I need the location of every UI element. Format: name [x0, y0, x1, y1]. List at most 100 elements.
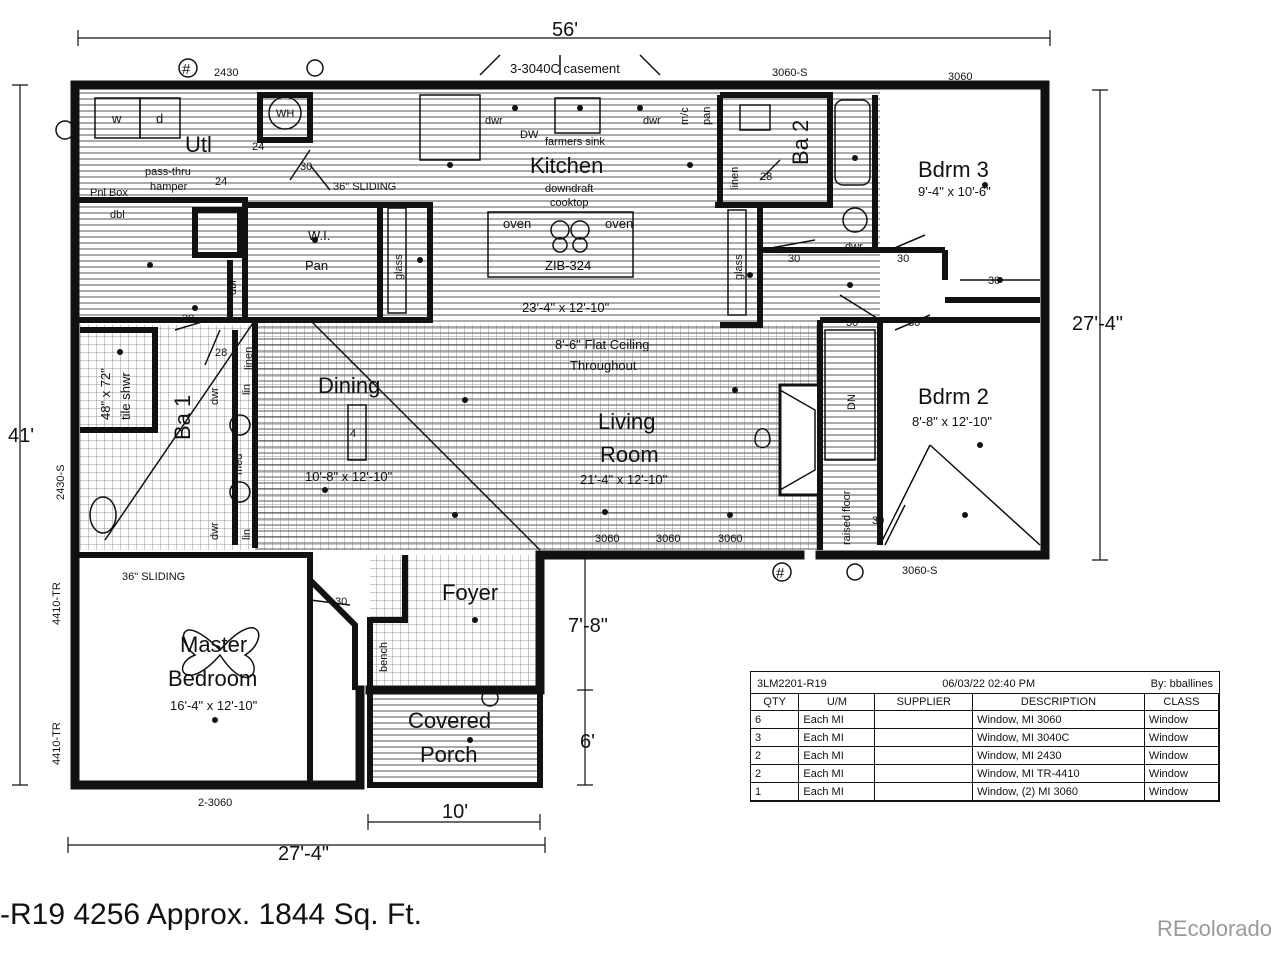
door-swings: [104, 54, 1041, 606]
ceiling-note-1: 8'-6" Flat Ceiling: [555, 337, 650, 352]
light-markers: [117, 105, 1003, 743]
door-30-k2: 30: [897, 253, 909, 265]
win-top-casement: 3-3040C casement: [510, 61, 620, 76]
dwr-kitchen-right: dwr: [643, 115, 661, 127]
cell-um: Each MI: [798, 782, 876, 801]
door-30-k5: 30: [908, 317, 920, 329]
room-master-line2: Bedroom: [168, 666, 257, 691]
table-row: 3 Each MI Window, MI 3040C Window: [751, 728, 1220, 747]
bdrm3-size: 9'-4" x 10'-6": [918, 184, 991, 199]
win-bottom-living-3: 3060: [718, 533, 742, 545]
col-um: U/M: [798, 694, 876, 711]
door-30-util: 30: [300, 161, 312, 173]
cell-um: Each MI: [798, 746, 876, 765]
glass-left-label: glass: [393, 254, 405, 280]
win-top-ba2: 3060-S: [772, 67, 807, 79]
room-kitchen: Kitchen: [530, 153, 603, 178]
win-top-bdrm3: 3060: [948, 71, 972, 83]
cell-class: Window: [1144, 746, 1220, 765]
cell-description: Window, MI TR-4410: [972, 764, 1145, 783]
dim-overall-depth: 41': [8, 425, 34, 447]
med-cabinet-label: med: [233, 454, 245, 475]
hamper-label: hamper: [150, 181, 188, 193]
schedule-grid: QTY U/M SUPPLIER DESCRIPTION CLASS 6 Eac…: [751, 694, 1220, 801]
downdraft-label: downdraft: [545, 183, 593, 195]
dbl-side-label: dbl: [227, 280, 239, 295]
room-master-line1: Master: [180, 632, 247, 657]
floor-plan: # # 56' 41' 27'-4" 27'-4" 7'-8" 6' 10' 2…: [8, 19, 1123, 865]
cell-supplier: [874, 746, 974, 765]
dimension-lines: [12, 30, 1108, 853]
cell-description: Window, MI 3040C: [972, 728, 1145, 747]
window-schedule-table: 3LM2201-R19 06/03/22 02:40 PM By: bballi…: [750, 671, 1220, 802]
room-ba2: Ba 2: [788, 120, 813, 165]
dbl-upper-label: dbl: [110, 209, 125, 221]
cell-description: Window, MI 3060: [972, 710, 1145, 729]
door-30-bdrm2: 30: [872, 515, 884, 527]
table-row: 2 Each MI Window, MI TR-4410 Window: [751, 764, 1220, 783]
room-utility: Utl: [185, 132, 212, 157]
dim-porch-width: 10': [442, 801, 468, 823]
island-label: ZIB-324: [545, 258, 591, 273]
win-top-left: 2430: [214, 67, 238, 79]
linen-upper-label: linen: [729, 167, 741, 190]
dining-size: 10'-8" x 12'-10": [305, 469, 393, 484]
cell-class: Window: [1144, 764, 1220, 783]
cell-qty: 1: [751, 782, 800, 801]
pass-thru-label: pass-thru: [145, 166, 191, 178]
win-bottom-master: 2-3060: [198, 797, 232, 809]
room-bdrm2: Bdrm 2: [918, 384, 989, 409]
room-bdrm3: Bdrm 3: [918, 157, 989, 182]
lin-ba1-2: lin: [241, 529, 253, 540]
cell-um: Each MI: [798, 728, 876, 747]
win-bottom-bdrm2: 3060-S: [902, 565, 937, 577]
room-porch-line1: Covered: [408, 708, 491, 733]
table-row: 2 Each MI Window, MI 2430 Window: [751, 746, 1220, 765]
linen-ba1-label: linen: [243, 347, 255, 370]
farmers-sink-label: farmers sink: [545, 136, 605, 148]
cell-um: Each MI: [798, 710, 876, 729]
win-bottom-living-2: 3060: [656, 533, 680, 545]
door-30-ba1: 30: [182, 313, 194, 325]
hash-symbol-top: #: [178, 58, 198, 78]
oven-right-label: oven: [605, 216, 633, 231]
cell-description: Window, (2) MI 3060: [972, 782, 1145, 801]
col-supplier: SUPPLIER: [874, 694, 974, 711]
cooktop-label: cooktop: [550, 197, 589, 209]
cell-qty: 2: [751, 764, 800, 783]
fireplace-icon: [754, 428, 771, 449]
washer-label: w: [111, 111, 122, 126]
lin-ba1-1: lin: [241, 384, 253, 395]
schedule-column-headers: QTY U/M SUPPLIER DESCRIPTION CLASS: [751, 694, 1220, 711]
cell-supplier: [874, 782, 974, 801]
dryer-label: d: [156, 111, 163, 126]
schedule-header: 3LM2201-R19 06/03/22 02:40 PM By: bballi…: [751, 672, 1219, 694]
dwr-kitchen-left: dwr: [485, 115, 503, 127]
cell-class: Window: [1144, 728, 1220, 747]
col-class: CLASS: [1144, 694, 1220, 711]
svg-text:#: #: [182, 61, 191, 78]
shower-type: tile shwr: [118, 372, 133, 420]
bdrm2-size: 8'-8" x 12'-10": [912, 414, 992, 429]
room-foyer: Foyer: [442, 580, 498, 605]
water-heater-label: WH: [276, 108, 294, 120]
schedule-plan-id: 3LM2201-R19: [757, 678, 827, 690]
cell-class: Window: [1144, 782, 1220, 801]
door-30-foyer: 30: [335, 596, 347, 608]
meter-icon: [55, 120, 75, 140]
cell-supplier: [874, 764, 974, 783]
room-ba1: Ba 1: [170, 395, 195, 440]
watermark-logo: REcolorado: [1157, 916, 1272, 941]
door-30-k3: 30: [988, 275, 1000, 287]
schedule-date: 06/03/22 02:40 PM: [942, 678, 1036, 690]
door-30-k4: 30: [846, 317, 858, 329]
stairs-label: DN: [846, 394, 858, 410]
door-30-k1: 30: [788, 253, 800, 265]
dim-overall-width: 56': [552, 19, 578, 41]
door-24-a: 24: [252, 141, 264, 153]
pantry-cabinet-label: pan: [701, 107, 713, 125]
plan-caption: -R19 4256 Approx. 1844 Sq. Ft.: [0, 898, 422, 931]
cell-qty: 6: [751, 710, 800, 729]
hash-symbol-bottom: #: [772, 562, 792, 582]
col-description: DESCRIPTION: [972, 694, 1145, 711]
